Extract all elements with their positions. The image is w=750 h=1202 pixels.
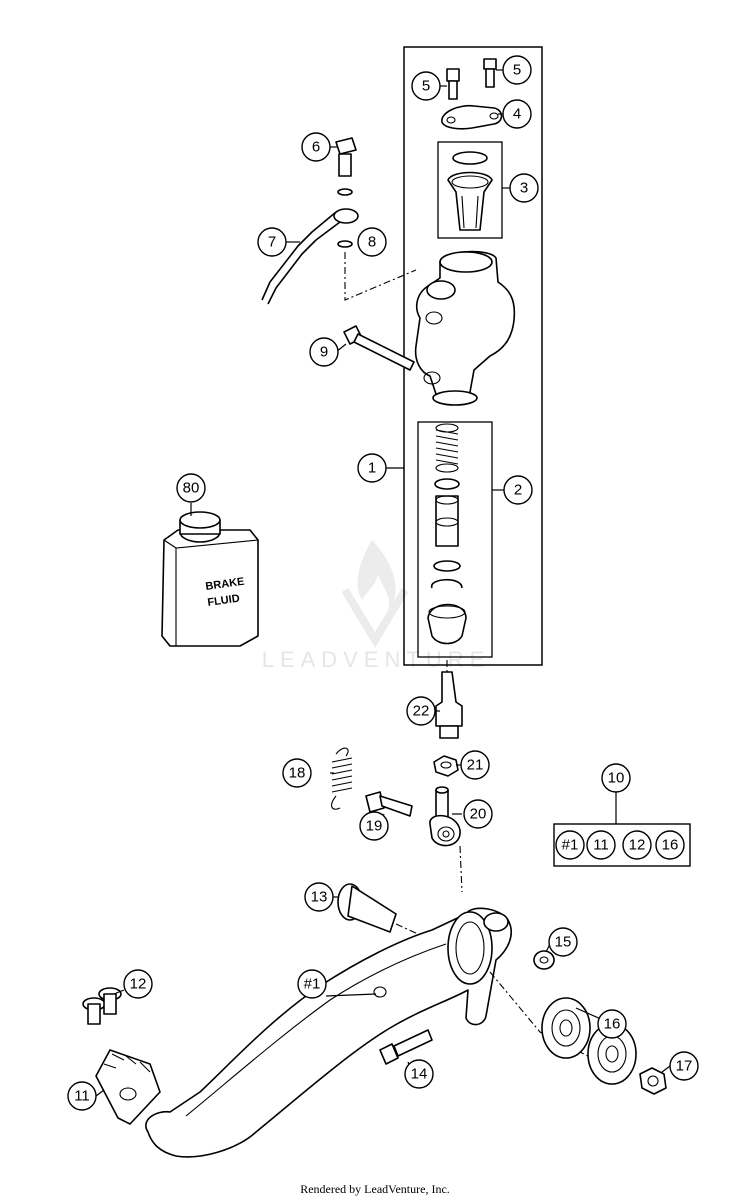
svg-text:8: 8 — [368, 234, 376, 251]
callout-14[interactable]: 14 — [404, 1059, 434, 1089]
piston-kit-part-2 — [427, 423, 467, 645]
svg-text:12: 12 — [629, 837, 646, 854]
svg-text:21: 21 — [467, 757, 484, 774]
callout-6[interactable]: 6 — [301, 132, 331, 162]
svg-text:4: 4 — [513, 106, 521, 123]
kit-10-item-12[interactable]: 12 — [622, 830, 652, 860]
watermark-flame-icon — [357, 540, 396, 610]
screw-part-5a — [446, 68, 460, 100]
assembly-frame-1 — [403, 46, 543, 666]
svg-text:19: 19 — [366, 818, 383, 835]
svg-text:6: 6 — [312, 139, 320, 156]
washer-part-8 — [337, 240, 353, 248]
bolt-part-9 — [343, 325, 415, 371]
kit-10-item-11[interactable]: 11 — [586, 830, 616, 860]
svg-text:#1: #1 — [304, 976, 321, 993]
svg-text:17: 17 — [676, 1058, 693, 1075]
callout-5b[interactable]: 5 — [502, 55, 532, 85]
svg-text:7: 7 — [268, 234, 276, 251]
screw-part-5b — [483, 58, 497, 88]
clevis-part-20 — [429, 786, 461, 847]
svg-text:2: 2 — [514, 482, 522, 499]
svg-text:80: 80 — [183, 480, 200, 497]
master-cylinder-body — [414, 250, 516, 406]
callout-19[interactable]: 19 — [359, 811, 389, 841]
svg-text:14: 14 — [411, 1066, 428, 1083]
callout-1[interactable]: 1 — [357, 453, 387, 483]
watermark-v-icon — [341, 587, 409, 648]
svg-text:11: 11 — [74, 1088, 90, 1105]
svg-text:15: 15 — [555, 934, 572, 951]
callout-7[interactable]: 7 — [257, 227, 287, 257]
svg-text:#1: #1 — [562, 837, 579, 854]
kit-10-frame — [553, 823, 691, 867]
svg-text:10: 10 — [608, 770, 625, 787]
svg-text:22: 22 — [413, 703, 430, 720]
brake-hose-part-7 — [261, 208, 359, 305]
callout-3[interactable]: 3 — [509, 173, 539, 203]
watermark: LEADVENTURE — [262, 540, 491, 672]
svg-text:16: 16 — [662, 837, 679, 854]
nut-part-21 — [433, 755, 459, 777]
brake-pedal-part-1 — [145, 907, 512, 1158]
callout-17[interactable]: 17 — [669, 1051, 699, 1081]
kit-10-item-1[interactable]: #1 — [555, 830, 585, 860]
callout-9[interactable]: 9 — [309, 337, 339, 367]
brake-fluid-bottle-part-80: BRAKE FLUID — [161, 511, 259, 647]
footer-credit: Rendered by LeadVenture, Inc. — [300, 1182, 450, 1196]
spring-part-18 — [331, 747, 353, 810]
bearing-part-16b — [587, 1023, 637, 1085]
callout-16[interactable]: 16 — [597, 1009, 627, 1039]
svg-text:16: 16 — [604, 1016, 621, 1033]
callout-20[interactable]: 20 — [463, 799, 493, 829]
cap-part-4 — [441, 104, 503, 130]
callout-12[interactable]: 12 — [123, 969, 153, 999]
subassembly-frame-3 — [437, 141, 503, 239]
svg-text:11: 11 — [593, 837, 609, 854]
subassembly-frame-2 — [417, 421, 493, 658]
svg-text:12: 12 — [130, 976, 147, 993]
callout-18[interactable]: 18 — [282, 758, 312, 788]
callout-8[interactable]: 8 — [357, 227, 387, 257]
brake-fluid-label-line2: FLUID — [207, 593, 241, 609]
callout-22[interactable]: 22 — [406, 696, 436, 726]
svg-text:1: 1 — [368, 460, 376, 477]
callout-2[interactable]: 2 — [503, 475, 533, 505]
banjo-bolt-part-6 — [335, 137, 357, 196]
reservoir-part-3 — [447, 151, 493, 231]
bearing-part-16a — [541, 997, 591, 1059]
svg-text:3: 3 — [520, 180, 528, 197]
callout-80[interactable]: 80 — [176, 473, 206, 503]
bolt-part-14 — [379, 1029, 433, 1065]
assembly-path-20 — [459, 845, 463, 893]
bushing-part-15 — [533, 950, 555, 970]
brake-fluid-label-line1: BRAKE — [205, 576, 245, 593]
svg-text:5: 5 — [513, 62, 521, 79]
callout-5a[interactable]: 5 — [411, 71, 441, 101]
push-rod-part-22 — [435, 671, 463, 739]
callout-1-ref[interactable]: #1 — [297, 969, 327, 999]
callout-13[interactable]: 13 — [304, 882, 334, 912]
callout-15[interactable]: 15 — [548, 927, 578, 957]
callout-4[interactable]: 4 — [502, 99, 532, 129]
svg-text:5: 5 — [422, 78, 430, 95]
watermark-text: LEADVENTURE — [262, 647, 491, 672]
pedal-tip-part-11 — [95, 1049, 161, 1125]
screw-part-12 — [82, 987, 122, 1025]
callout-10[interactable]: 10 — [601, 763, 631, 793]
svg-text:18: 18 — [289, 765, 306, 782]
kit-10-item-16[interactable]: 16 — [655, 830, 685, 860]
svg-text:13: 13 — [311, 889, 328, 906]
svg-text:20: 20 — [470, 806, 487, 823]
nut-part-17 — [639, 1067, 667, 1095]
assembly-path-hose — [344, 252, 417, 301]
callout-21[interactable]: 21 — [460, 750, 490, 780]
bolt-part-19 — [365, 791, 413, 817]
pivot-bolt-part-13 — [337, 883, 397, 933]
callout-11[interactable]: 11 — [67, 1081, 97, 1111]
svg-text:9: 9 — [320, 344, 328, 361]
